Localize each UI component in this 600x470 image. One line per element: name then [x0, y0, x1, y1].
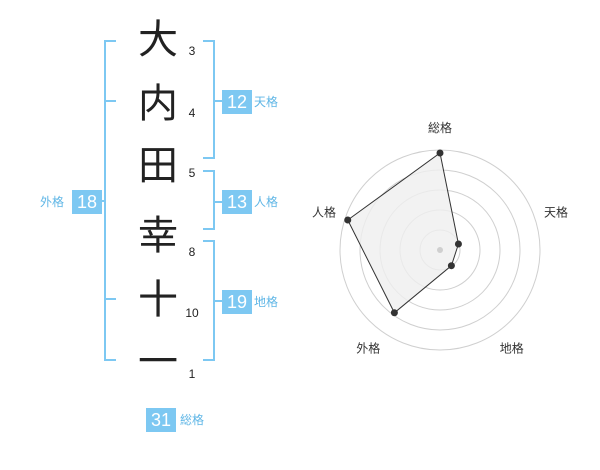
radar-axis-label-4: 外格	[356, 341, 380, 356]
radar-point-5	[344, 216, 352, 224]
radar-center	[437, 247, 443, 253]
radar-axis-label-5: 人格	[312, 204, 336, 219]
radar-point-1	[436, 149, 444, 157]
name-char-5: 十	[138, 277, 178, 323]
radar-axis-label-1: 総格	[428, 120, 452, 135]
name-char-2: 内	[138, 81, 178, 127]
stroke-count-1: 3	[188, 44, 196, 58]
stroke-count-4: 8	[188, 245, 196, 259]
stroke-count-2: 4	[188, 106, 196, 120]
soukaku-label: 総格	[180, 413, 205, 427]
radar-points	[344, 149, 462, 317]
gaikaku-label: 外格	[40, 195, 65, 209]
name-char-6: 一	[138, 339, 178, 385]
radar-axis-label-3: 地格	[500, 341, 524, 356]
radar-point-4	[390, 309, 398, 317]
soukaku-score-badge: 31	[146, 408, 176, 432]
radar-axis-label-2: 天格	[544, 204, 568, 219]
name-char-3: 田	[138, 143, 178, 189]
tenkaku-score-badge: 12	[222, 90, 252, 114]
radar-point-3	[447, 262, 455, 270]
chikaku-score-badge: 19	[222, 290, 252, 314]
radar-point-2	[454, 240, 462, 248]
radar-polygon-layer	[347, 152, 459, 314]
gaikaku-score-badge: 18	[72, 190, 102, 214]
stroke-count-3: 5	[188, 166, 196, 180]
name-char-4: 幸	[138, 213, 178, 259]
stroke-count-6: 1	[188, 367, 196, 381]
radar-polygon	[347, 152, 459, 314]
tenkaku-label: 天格	[254, 95, 279, 109]
stroke-count-5: 10	[185, 306, 199, 320]
jinkaku-score-badge: 13	[222, 190, 252, 214]
name-char-1: 大	[138, 17, 178, 63]
jinkaku-label: 人格	[254, 195, 279, 209]
chikaku-label: 地格	[254, 295, 279, 309]
